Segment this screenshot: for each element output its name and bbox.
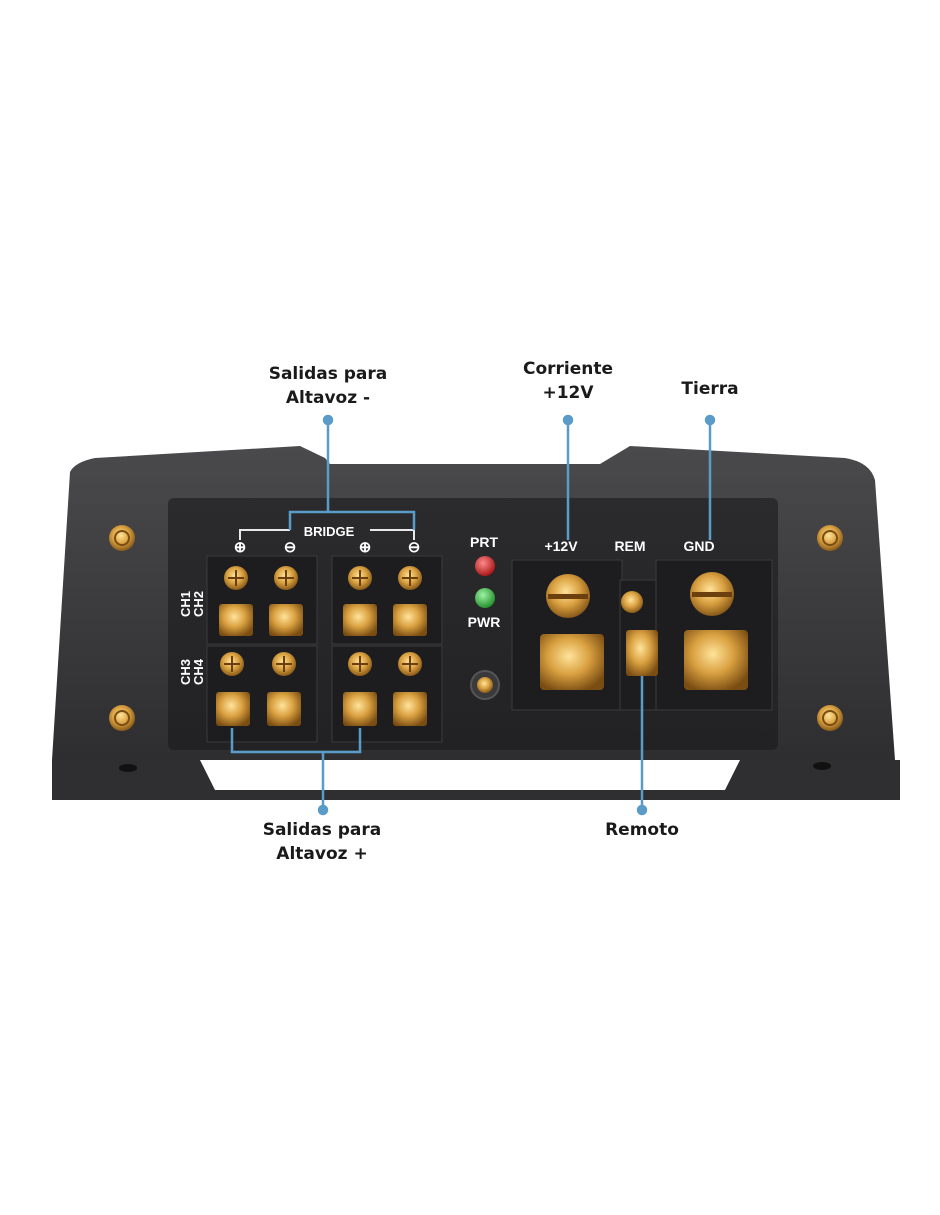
callout-speaker-negative-line1: Salidas para — [268, 364, 388, 384]
callout-power-line2: +12V — [542, 383, 594, 403]
terminal-screw-icon — [220, 566, 422, 676]
corner-screw-icon — [817, 705, 843, 731]
callout-speaker-positive-line1: Salidas para — [262, 820, 382, 840]
leader-lines — [230, 414, 716, 816]
v12-label: +12V — [544, 538, 578, 554]
plus-symbol: ⊕ — [359, 539, 372, 556]
callout-power: Corriente +12V — [488, 357, 648, 405]
rem-label: REM — [614, 538, 645, 554]
corner-screw-icon — [109, 705, 135, 731]
gnd-label: GND — [683, 538, 714, 554]
led-pwr-icon — [475, 588, 495, 608]
power-screw-icon — [546, 572, 734, 618]
minus-symbol: ⊖ — [408, 539, 421, 556]
callout-remote: Remoto — [572, 818, 712, 842]
corner-screw-icon — [817, 525, 843, 551]
ch3-label: CH3 — [178, 659, 193, 685]
terminal-socket-icon — [216, 604, 427, 726]
gain-screw-icon — [470, 670, 500, 700]
callout-ground: Tierra — [650, 377, 770, 401]
plus-symbol: ⊕ — [234, 539, 247, 556]
callout-speaker-positive: Salidas para Altavoz + — [222, 818, 422, 866]
minus-symbol: ⊖ — [284, 539, 297, 556]
mount-hole-left — [119, 764, 137, 772]
corner-screw-icon — [109, 525, 135, 551]
ch2-label: CH2 — [191, 591, 206, 617]
power-socket-icon — [540, 630, 748, 690]
callout-speaker-positive-line2: Altavoz + — [276, 844, 368, 864]
ch1-label: CH1 — [178, 591, 193, 617]
prt-label: PRT — [470, 534, 498, 550]
callout-speaker-negative-line2: Altavoz - — [285, 388, 371, 408]
ch4-label: CH4 — [191, 658, 206, 685]
mount-hole-right — [813, 762, 831, 770]
callout-ground-line1: Tierra — [681, 379, 739, 399]
callout-power-line1: Corriente — [522, 359, 614, 379]
amplifier-base — [52, 760, 900, 800]
bridge-label: BRIDGE — [304, 524, 355, 539]
led-prt-icon — [475, 556, 495, 576]
callout-speaker-negative: Salidas para Altavoz - — [228, 362, 428, 410]
callout-remote-line1: Remoto — [605, 820, 679, 840]
pwr-label: PWR — [468, 614, 501, 630]
